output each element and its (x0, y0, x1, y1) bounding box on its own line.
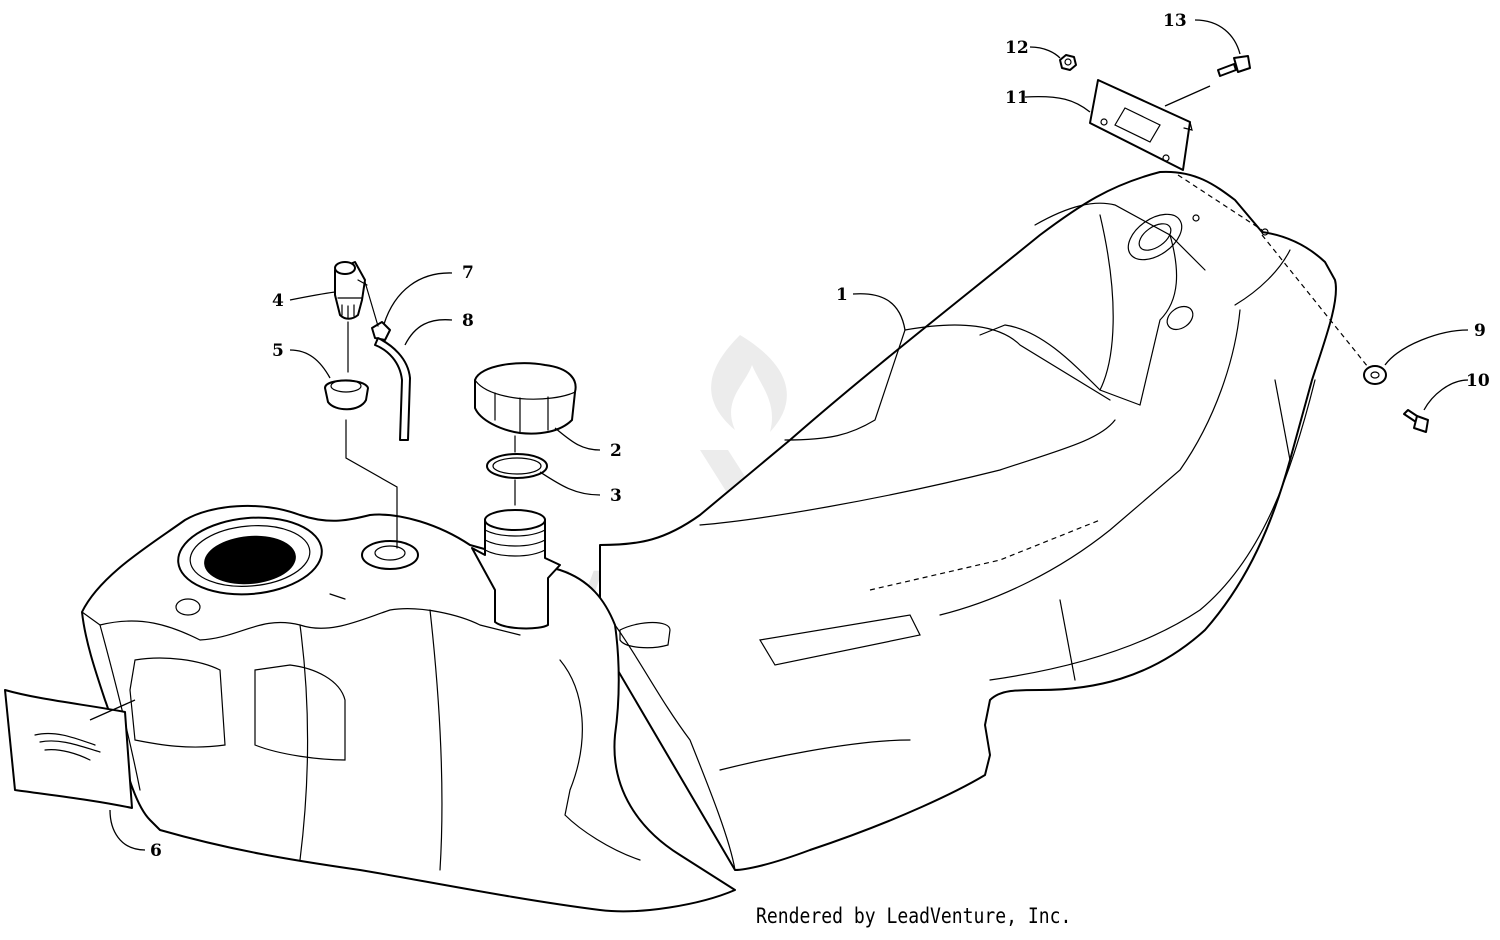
part-4-vent-valve[interactable] (334, 261, 368, 320)
callout-12: 12 (1005, 38, 1029, 58)
part-7-hose-clamp[interactable] (371, 321, 391, 341)
callout-6: 6 (150, 841, 162, 861)
part-6-decal-label[interactable] (4, 689, 133, 809)
part-3-o-ring[interactable] (486, 453, 548, 479)
part-13-bolt[interactable] (1217, 55, 1251, 77)
part-1-seat-cover[interactable] (599, 170, 1337, 871)
callout-4: 4 (272, 291, 284, 311)
part-11-mounting-bracket[interactable] (1089, 79, 1193, 171)
callout-labels: 1 2 3 4 5 6 7 8 9 10 11 12 13 (150, 11, 1490, 861)
callout-13: 13 (1163, 11, 1187, 31)
part-10-bolt[interactable] (1403, 409, 1429, 433)
part-2-fuel-cap[interactable] (474, 362, 577, 435)
render-credit: Rendered by LeadVenture, Inc. (756, 904, 1072, 928)
callout-11: 11 (1005, 88, 1029, 108)
filler-neck[interactable] (471, 509, 561, 630)
part-12-nut[interactable] (1059, 54, 1077, 71)
part-5-grommet[interactable] (324, 379, 369, 411)
callout-10: 10 (1466, 371, 1490, 391)
callout-leaders (89, 19, 1469, 851)
callout-8: 8 (462, 311, 474, 331)
part-9-washer[interactable] (1363, 365, 1387, 385)
part-8-vent-hose[interactable] (374, 337, 411, 441)
fuel-tank[interactable] (81, 504, 736, 913)
callout-9: 9 (1474, 321, 1486, 341)
callout-3: 3 (610, 486, 622, 506)
callout-1: 1 (836, 285, 848, 305)
callout-2: 2 (610, 441, 622, 461)
callout-7: 7 (462, 263, 474, 283)
callout-5: 5 (272, 341, 284, 361)
assembly-lines (345, 174, 1369, 549)
